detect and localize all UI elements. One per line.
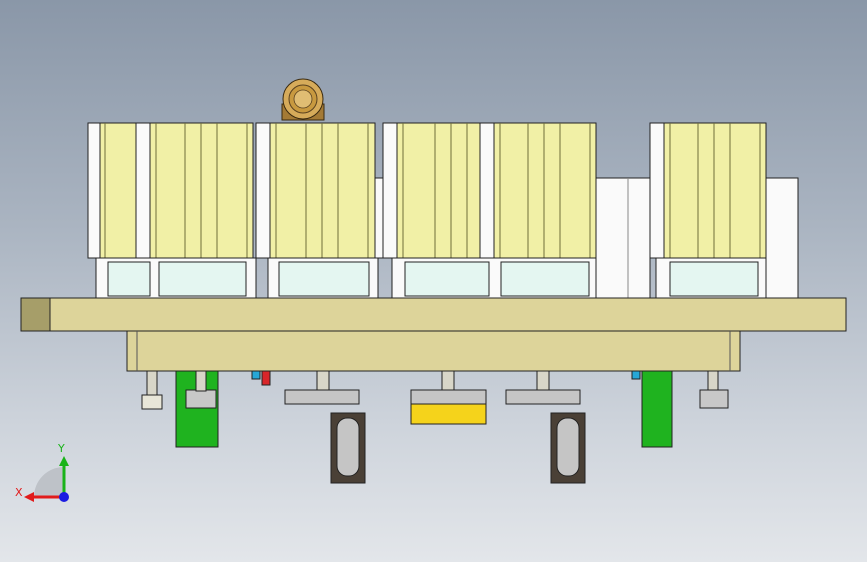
- motor-4[interactable]: [396, 122, 481, 259]
- sub-plate[interactable]: [126, 330, 741, 372]
- pin-left: [141, 370, 163, 410]
- base-plate[interactable]: [20, 297, 847, 332]
- green-cylinder-right[interactable]: [641, 370, 673, 448]
- coordinate-triad-icon: [24, 456, 69, 502]
- yellow-center-part[interactable]: [410, 370, 487, 425]
- motor-6[interactable]: [663, 122, 767, 259]
- bracket-right[interactable]: [505, 370, 586, 484]
- motor-3[interactable]: [269, 122, 376, 259]
- top-knob: [281, 78, 325, 121]
- pin-right: [699, 370, 729, 409]
- green-cylinder-left[interactable]: [175, 370, 219, 448]
- motor-2[interactable]: [149, 122, 254, 259]
- x-axis-label: X: [15, 486, 23, 499]
- coupling-row: [95, 257, 767, 299]
- motor-1[interactable]: [99, 122, 137, 259]
- y-axis-label: Y: [58, 442, 65, 455]
- coordinate-triad: X Y: [14, 440, 74, 510]
- motor-5[interactable]: [493, 122, 597, 259]
- sensor-left: [251, 370, 271, 386]
- bracket-left[interactable]: [284, 370, 366, 484]
